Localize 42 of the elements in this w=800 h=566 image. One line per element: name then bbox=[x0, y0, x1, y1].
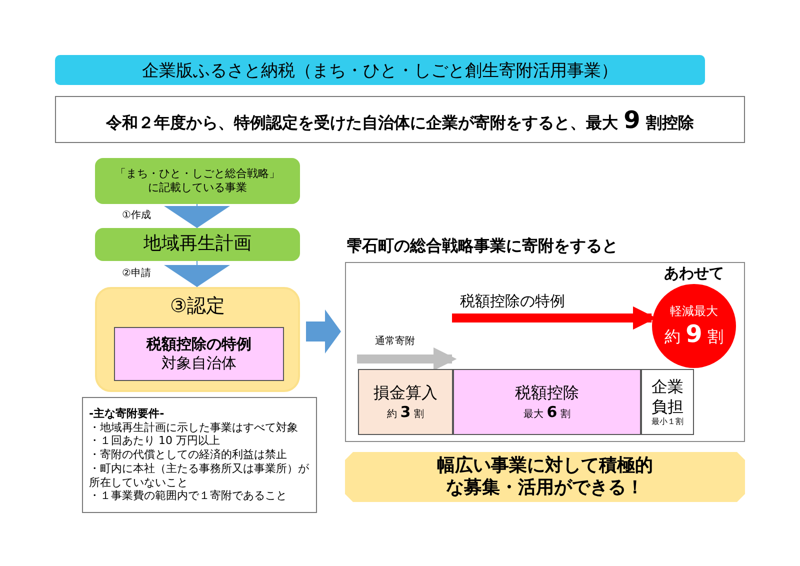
share-box bbox=[358, 369, 453, 435]
title-bar: 企業版ふるさと納税（まち・ひと・しごと創生寄附活用事業） bbox=[55, 55, 705, 85]
block-arrow bbox=[306, 310, 341, 354]
note-heading: -主な寄附要件- bbox=[89, 406, 164, 421]
result-banner bbox=[345, 452, 745, 502]
status-box bbox=[114, 327, 284, 381]
share-value: 最小１割 bbox=[652, 417, 684, 427]
requirement-item: ・町内に本社（主たる事務所又は事業所）が所在していないこと bbox=[89, 462, 310, 490]
section-heading: 雫石町の総合戦略事業に寄附をすると bbox=[346, 236, 618, 256]
edge-label: 通常寄附 bbox=[375, 334, 415, 348]
requirement-item: ・１事業費の範囲内で１寄附であること bbox=[89, 489, 287, 504]
box-subtitle: 対象自治体 bbox=[162, 354, 236, 373]
headline-box bbox=[55, 96, 745, 143]
result-text: 幅広い事業に対して積極的な募集・活用ができる！ bbox=[436, 454, 654, 500]
share-label: 税額控除 bbox=[515, 382, 579, 403]
share-box bbox=[453, 369, 641, 435]
box-title: 税額控除の特例 bbox=[146, 335, 252, 354]
step-label: 地域再生計画 bbox=[144, 233, 252, 256]
total-label: 軽減最大 bbox=[670, 304, 718, 318]
share-label: 企業負担 bbox=[650, 377, 684, 417]
edge-label: 税額控除の特例 bbox=[460, 292, 565, 311]
requirements-box bbox=[82, 397, 317, 513]
edge-label: ①作成 bbox=[122, 208, 151, 222]
side-note: あわせて bbox=[663, 264, 725, 283]
arrow bbox=[357, 347, 457, 371]
step-label: 「まち・ひと・しごと総合戦略」に記載している事業 bbox=[114, 167, 281, 195]
share-value: 約 3 割 bbox=[387, 402, 424, 422]
share-value: 最大 6 割 bbox=[524, 402, 570, 422]
edge-label: ②申請 bbox=[122, 266, 151, 280]
certification-box bbox=[95, 287, 300, 392]
total-value: 約 9 割 bbox=[664, 318, 724, 348]
share-box bbox=[641, 369, 694, 435]
requirement-item: ・１回あたり 10 万円以上 bbox=[89, 434, 220, 448]
process-box bbox=[95, 158, 300, 204]
requirement-item: ・地域再生計画に示した事業はすべて対象 bbox=[89, 420, 298, 434]
share-label: 損金算入 bbox=[374, 382, 438, 403]
step-title: ③認定 bbox=[170, 295, 226, 319]
chevron-arrow bbox=[164, 260, 230, 288]
headline: 令和２年度から、特例認定を受けた自治体に企業が寄附をすると、最大 9 割控除 bbox=[106, 104, 694, 134]
process-box bbox=[95, 228, 300, 261]
requirement-item: ・寄附の代償としての経済的利益は禁止 bbox=[89, 448, 287, 462]
chevron-arrow bbox=[164, 204, 230, 228]
